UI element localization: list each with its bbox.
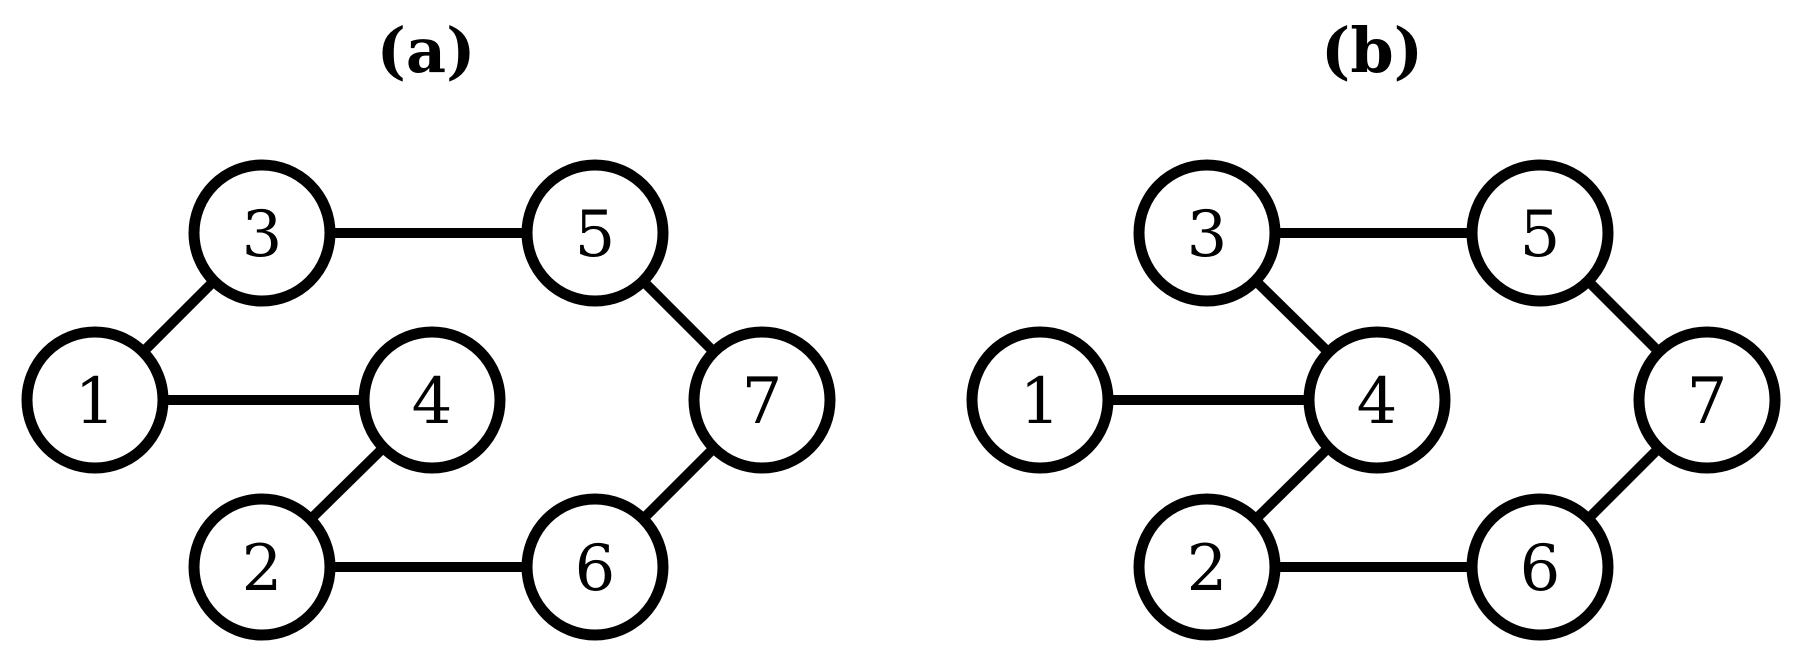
node-label: 3 — [242, 198, 283, 272]
node-label: 5 — [575, 198, 616, 272]
node-label: 1 — [75, 365, 116, 439]
panel-b-node-6: 6 — [1466, 493, 1614, 641]
panel-b-graph: 1 2 3 4 5 6 7 — [966, 159, 1781, 641]
panel-a-node-7: 7 — [688, 326, 836, 474]
panel-b-node-5: 5 — [1466, 159, 1614, 307]
panel-a-node-6: 6 — [521, 493, 669, 641]
panel-b-node-2: 2 — [1133, 493, 1281, 641]
panel-a-graph: 1 2 3 4 5 6 7 — [21, 159, 836, 641]
panel-a-node-3: 3 — [188, 159, 336, 307]
panel-b-node-4: 4 — [1303, 326, 1451, 474]
node-circle — [1303, 326, 1451, 474]
panel-b-title: (b) — [1321, 14, 1423, 87]
panel-a-node-1: 1 — [21, 326, 169, 474]
node-circle — [966, 326, 1114, 474]
panel-b-node-3: 3 — [1133, 159, 1281, 307]
node-label: 2 — [242, 532, 283, 606]
node-circle — [358, 326, 506, 474]
node-label: 7 — [1687, 365, 1728, 439]
node-circle — [521, 493, 669, 641]
panel-b-node-1: 1 — [966, 326, 1114, 474]
node-circle — [1466, 159, 1614, 307]
panel-b-node-7: 7 — [1633, 326, 1781, 474]
node-label: 1 — [1020, 365, 1061, 439]
node-circle — [1133, 159, 1281, 307]
node-circle — [688, 326, 836, 474]
panel-a-title: (a) — [377, 14, 476, 87]
node-label: 2 — [1187, 532, 1228, 606]
panel-a-node-2: 2 — [188, 493, 336, 641]
node-label: 3 — [1187, 198, 1228, 272]
node-circle — [1133, 493, 1281, 641]
node-label: 5 — [1520, 198, 1561, 272]
panel-a-node-4: 4 — [358, 326, 506, 474]
node-circle — [521, 159, 669, 307]
node-label: 4 — [1357, 365, 1398, 439]
node-circle — [188, 493, 336, 641]
panel-a-node-5: 5 — [521, 159, 669, 307]
node-label: 7 — [742, 365, 783, 439]
node-circle — [1466, 493, 1614, 641]
node-circle — [21, 326, 169, 474]
node-label: 6 — [1520, 532, 1561, 606]
node-circle — [188, 159, 336, 307]
node-label: 6 — [575, 532, 616, 606]
node-circle — [1633, 326, 1781, 474]
node-label: 4 — [412, 365, 453, 439]
